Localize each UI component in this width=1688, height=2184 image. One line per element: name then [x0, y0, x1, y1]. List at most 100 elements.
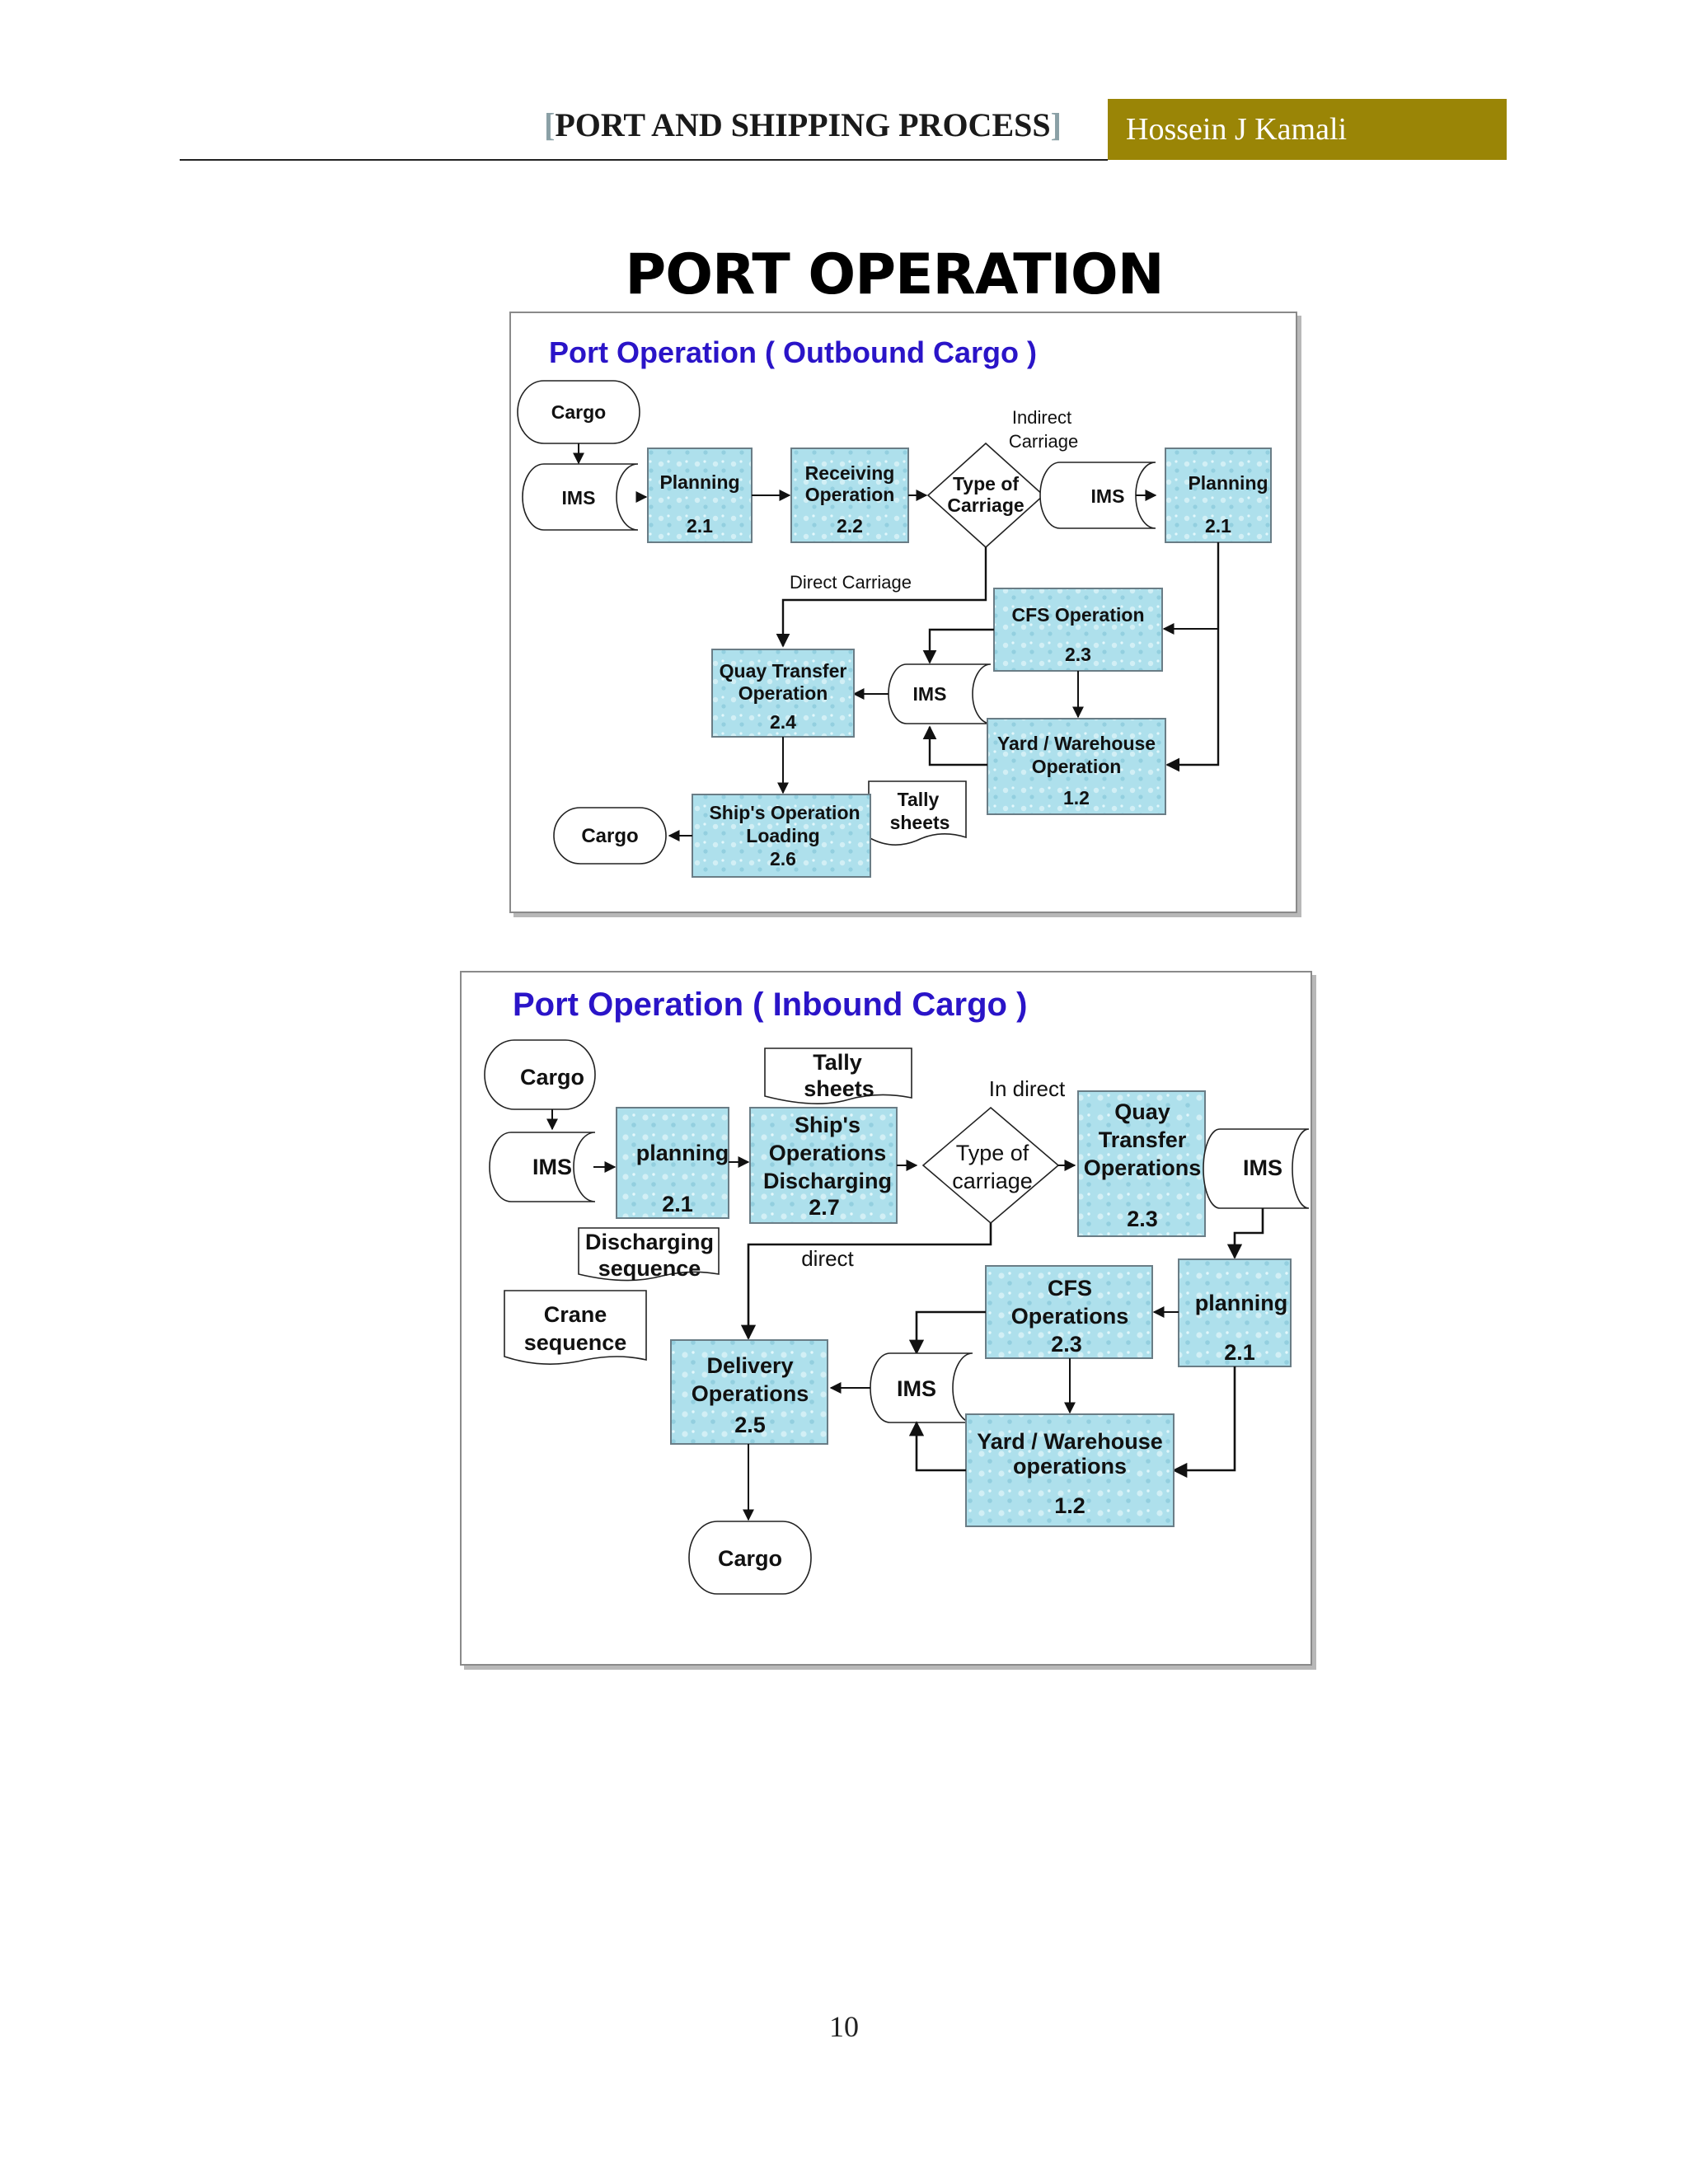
svg-text:2.3: 2.3 — [1127, 1207, 1158, 1231]
svg-text:IMS: IMS — [532, 1155, 572, 1179]
indirect-label: In direct — [989, 1076, 1066, 1101]
svg-text:Yard / Warehouse: Yard / Warehouse — [977, 1429, 1163, 1454]
page-number: 10 — [829, 2010, 859, 2043]
svg-text:Delivery: Delivery — [706, 1353, 793, 1378]
svg-text:Operation: Operation — [1032, 756, 1122, 777]
svg-text:Ship's Operation: Ship's Operation — [709, 802, 860, 823]
process-delivery-operations: Delivery Operations 2.5 — [670, 1339, 828, 1445]
svg-text:Operations: Operations — [692, 1381, 809, 1406]
svg-text:Carriage: Carriage — [1009, 431, 1078, 452]
svg-text:planning: planning — [1195, 1291, 1287, 1315]
svg-text:2.6: 2.6 — [770, 848, 796, 869]
svg-text:Tally: Tally — [813, 1050, 862, 1075]
process-planning-right: planning 2.1 — [1178, 1258, 1292, 1367]
svg-text:Operation: Operation — [738, 682, 828, 704]
svg-text:Cargo: Cargo — [718, 1546, 782, 1571]
process-cfs-operation: CFS Operation 2.3 — [993, 588, 1163, 672]
direct-carriage-label: Direct Carriage — [790, 572, 912, 593]
svg-text:sequence: sequence — [524, 1330, 627, 1355]
svg-text:CFS: CFS — [1048, 1276, 1092, 1301]
svg-text:sequence: sequence — [598, 1256, 701, 1281]
cargo-terminal-bottom: Cargo — [688, 1521, 812, 1595]
cargo-terminal-top: Cargo — [517, 380, 640, 444]
document-discharging-sequence: Discharging sequence — [578, 1227, 720, 1282]
ims-store-left: IMS — [522, 463, 639, 531]
svg-text:Cargo: Cargo — [520, 1065, 584, 1090]
process-planning-right: Planning 2.1 — [1165, 448, 1272, 543]
svg-text:2.1: 2.1 — [687, 515, 713, 537]
document-crane-sequence: Crane sequence — [504, 1290, 647, 1365]
ims-store-middle: IMS — [888, 663, 992, 724]
ims-store-right: IMS — [1203, 1128, 1310, 1209]
svg-text:Operations: Operations — [769, 1141, 887, 1165]
svg-text:Tally: Tally — [898, 789, 940, 810]
svg-text:IMS: IMS — [897, 1376, 936, 1401]
svg-text:Discharging: Discharging — [585, 1230, 714, 1254]
outbound-flowchart: Port Operation ( Outbound Cargo ) Cargo … — [517, 335, 1272, 878]
svg-text:Planning: Planning — [1188, 472, 1268, 494]
svg-text:Operations: Operations — [1084, 1155, 1202, 1180]
svg-text:1.2: 1.2 — [1054, 1493, 1085, 1518]
svg-text:Ship's: Ship's — [795, 1113, 860, 1137]
ims-store-right: IMS — [1039, 462, 1156, 529]
svg-text:IMS: IMS — [913, 683, 947, 705]
svg-text:IMS: IMS — [562, 487, 596, 509]
svg-text:1.2: 1.2 — [1063, 787, 1090, 808]
cargo-terminal-top: Cargo — [484, 1039, 596, 1110]
page-heading: PORT OPERATION — [625, 242, 1164, 307]
svg-text:2.5: 2.5 — [734, 1413, 766, 1437]
svg-text:Receiving: Receiving — [805, 462, 895, 484]
svg-text:Operations: Operations — [1011, 1304, 1129, 1329]
svg-text:2.2: 2.2 — [837, 515, 863, 537]
svg-text:operations: operations — [1013, 1454, 1127, 1479]
svg-text:sheets: sheets — [804, 1076, 874, 1101]
svg-text:Cargo: Cargo — [581, 825, 638, 847]
svg-text:IMS: IMS — [1243, 1155, 1282, 1180]
svg-text:2.3: 2.3 — [1065, 644, 1091, 665]
header-author-badge: Hossein J Kamali — [1108, 99, 1507, 160]
svg-text:Planning: Planning — [659, 471, 739, 493]
svg-text:Cargo: Cargo — [551, 401, 606, 423]
bracket-open: [ — [544, 106, 556, 143]
process-yard-warehouse: Yard / Warehouse Operation 1.2 — [987, 718, 1166, 815]
svg-text:planning: planning — [636, 1141, 729, 1165]
svg-text:2.7: 2.7 — [809, 1195, 840, 1220]
svg-text:Yard / Warehouse: Yard / Warehouse — [997, 733, 1156, 754]
svg-text:2.1: 2.1 — [662, 1192, 693, 1216]
outbound-diagram-panel: Port Operation ( Outbound Cargo ) Cargo … — [509, 312, 1297, 913]
svg-text:Quay: Quay — [1114, 1099, 1170, 1124]
inbound-title: Port Operation ( Inbound Cargo ) — [513, 987, 1027, 1023]
svg-text:carriage: carriage — [952, 1169, 1033, 1193]
cargo-terminal-bottom: Cargo — [553, 807, 667, 865]
svg-text:2.3: 2.3 — [1051, 1332, 1082, 1357]
svg-text:CFS Operation: CFS Operation — [1011, 604, 1144, 626]
process-receiving-operation: Receiving Operation 2.2 — [790, 448, 909, 543]
process-yard-warehouse-operations: Yard / Warehouse operations 1.2 — [965, 1413, 1175, 1527]
indirect-carriage-label: Indirect — [1012, 407, 1071, 428]
document-tally-sheets: Tally sheets — [764, 1047, 912, 1104]
header-title-text: PORT AND SHIPPING PROCESS — [555, 106, 1051, 143]
svg-text:2.4: 2.4 — [770, 711, 796, 733]
svg-text:2.1: 2.1 — [1205, 515, 1231, 537]
svg-text:sheets: sheets — [890, 812, 950, 833]
running-header-title: [PORT AND SHIPPING PROCESS] — [544, 105, 1062, 144]
decision-type-of-carriage: Type of Carriage — [926, 442, 1045, 549]
process-quay-transfer: Quay Transfer Operation 2.4 — [711, 649, 855, 738]
svg-text:Quay Transfer: Quay Transfer — [720, 660, 847, 682]
document-tally-sheets: Tally sheets — [868, 780, 967, 846]
outbound-title: Port Operation ( Outbound Cargo ) — [549, 335, 1037, 369]
process-planning: planning 2.1 — [616, 1107, 729, 1219]
svg-text:Crane: Crane — [544, 1302, 607, 1327]
header-rule — [180, 159, 1108, 161]
process-planning: Planning 2.1 — [647, 448, 753, 543]
decision-type-of-carriage: Type of carriage — [921, 1106, 1060, 1225]
process-cfs-operations: CFS Operations 2.3 — [985, 1265, 1153, 1359]
inbound-diagram-panel: Port Operation ( Inbound Cargo ) Cargo I… — [460, 971, 1312, 1666]
process-quay-transfer-operations: Quay Transfer Operations 2.3 — [1077, 1090, 1206, 1237]
inbound-flowchart: Port Operation ( Inbound Cargo ) Cargo I… — [484, 987, 1310, 1595]
svg-text:Type of: Type of — [956, 1141, 1029, 1165]
process-ships-operations-discharging: Ship's Operations Discharging 2.7 — [749, 1107, 898, 1224]
process-ships-operation-loading: Ship's Operation Loading 2.6 — [692, 794, 871, 878]
svg-text:Type of: Type of — [953, 473, 1019, 494]
svg-text:IMS: IMS — [1091, 485, 1125, 507]
